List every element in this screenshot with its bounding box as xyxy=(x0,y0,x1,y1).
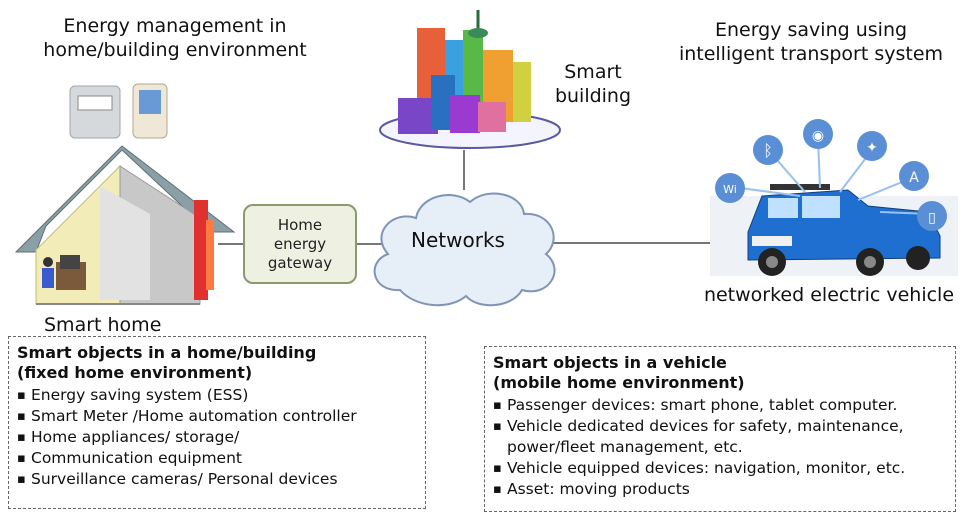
vehicle-box-heading-1: Smart objects in a vehicle xyxy=(493,353,727,372)
satellite-icon: ✦ xyxy=(857,131,887,161)
svg-text:▯: ▯ xyxy=(928,210,936,226)
smart-building-label: Smart building xyxy=(554,61,632,107)
svg-text:A: A xyxy=(909,170,919,186)
home-objects-box: Smart objects in a home/building (fixed … xyxy=(8,336,426,509)
list-item: Vehicle equipped devices: navigation, mo… xyxy=(493,458,947,479)
smart-meter-icons xyxy=(69,83,168,139)
home-box-heading-2: (fixed home environment) xyxy=(17,363,253,382)
smart-home-graphic xyxy=(14,145,236,305)
electric-vehicle-graphic xyxy=(710,184,958,276)
vehicle-wireless-icons: Wi ᛒ ◉ ✦ A ▯ xyxy=(715,119,947,231)
wifi-icon: Wi xyxy=(715,173,745,203)
networks-label: Networks xyxy=(411,228,505,252)
networks-cloud xyxy=(373,192,556,307)
svg-text:✦: ✦ xyxy=(866,140,878,156)
list-item: Surveillance cameras/ Personal devices xyxy=(17,469,417,490)
phone-icon: ▯ xyxy=(917,201,947,231)
svg-text:◉: ◉ xyxy=(812,128,824,144)
smart-building-graphic xyxy=(379,10,561,149)
energy-transport-title: Energy saving using intelligent transpor… xyxy=(678,19,944,65)
bluetooth-icon: ᛒ xyxy=(753,135,783,165)
list-item: Energy saving system (ESS) xyxy=(17,385,417,406)
smart-home-label: Smart home xyxy=(44,314,162,336)
energy-home-title: Energy management in home/building envir… xyxy=(43,15,307,61)
signal-icon: ◉ xyxy=(803,119,833,149)
home-objects-list: Energy saving system (ESS) Smart Meter /… xyxy=(17,385,417,490)
vehicle-box-heading-2: (mobile home environment) xyxy=(493,373,745,392)
list-item: Smart Meter /Home automation controller xyxy=(17,406,417,427)
list-item: Communication equipment xyxy=(17,448,417,469)
svg-text:ᛒ: ᛒ xyxy=(763,141,773,160)
vehicle-label: networked electric vehicle xyxy=(703,284,955,306)
list-item: Vehicle dedicated devices for safety, ma… xyxy=(493,416,947,458)
gateway-label: Home energy gateway xyxy=(267,215,333,272)
svg-text:Wi: Wi xyxy=(723,183,737,196)
list-item: Passenger devices: smart phone, tablet c… xyxy=(493,395,947,416)
list-item: Home appliances/ storage/ xyxy=(17,427,417,448)
home-energy-gateway: Home energy gateway xyxy=(243,204,357,284)
vehicle-objects-box: Smart objects in a vehicle (mobile home … xyxy=(484,346,956,512)
home-box-heading-1: Smart objects in a home/building xyxy=(17,343,317,362)
antenna-icon: A xyxy=(899,161,929,191)
vehicle-objects-list: Passenger devices: smart phone, tablet c… xyxy=(493,395,947,500)
list-item: Asset: moving products xyxy=(493,479,947,500)
